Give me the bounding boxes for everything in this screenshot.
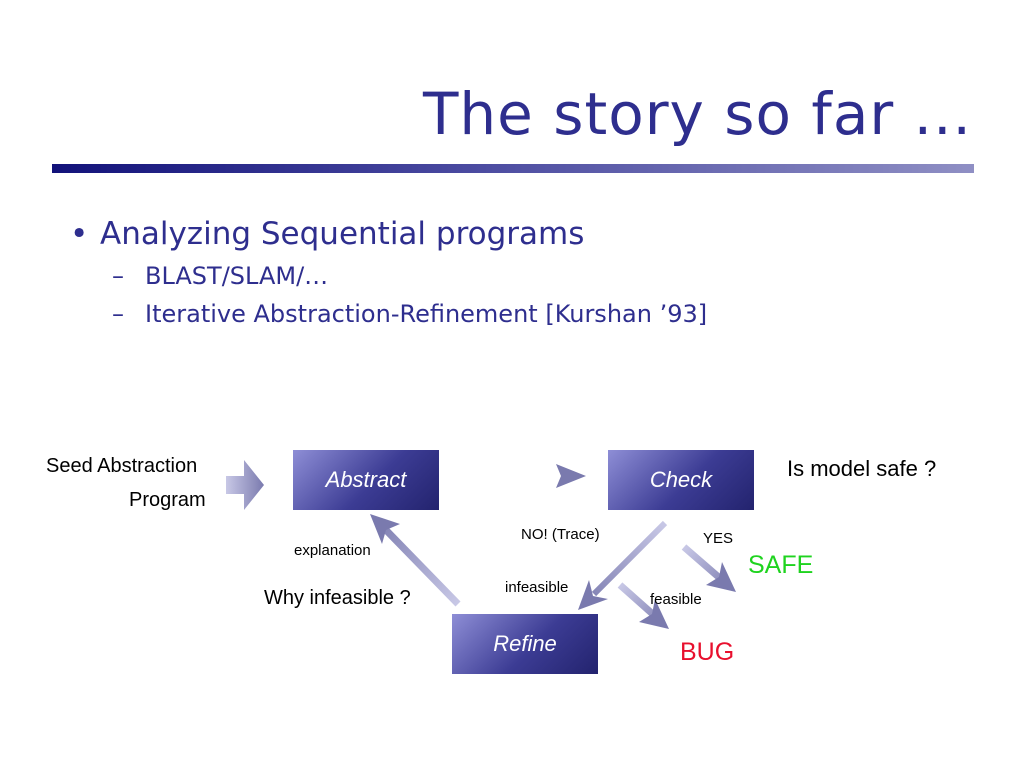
yes-label: YES [703, 530, 734, 547]
feasible-label: feasible [650, 591, 702, 608]
refine-label: Refine [493, 631, 557, 656]
abstract-label: Abstract [325, 467, 407, 492]
right-arrow-icon [226, 460, 264, 510]
explanation-label: explanation [294, 542, 371, 559]
check-label: Check [649, 467, 713, 492]
sub-bullet-item: – Iterative Abstraction-Refinement [Kurs… [70, 300, 707, 328]
sub-bullet-text: Iterative Abstraction-Refinement [Kursha… [145, 300, 708, 328]
feasible-to-bug-arrow [617, 582, 669, 629]
why-infeasible-label: Why infeasible ? [264, 587, 411, 609]
infeasible-label: infeasible [505, 579, 569, 596]
abstract-box: Abstract [293, 450, 439, 510]
no-trace-label: NO! (Trace) [521, 526, 600, 543]
title-divider [52, 164, 974, 173]
bug-label: BUG [680, 638, 735, 666]
check-to-safe-arrow [681, 544, 736, 592]
bullet-text: Analyzing Sequential programs [100, 216, 585, 252]
refine-box: Refine [452, 614, 598, 674]
seed-abstraction-label: Seed Abstraction [46, 455, 198, 477]
bullet-dot-icon: • [70, 216, 89, 252]
is-model-safe-label: Is model safe ? [787, 456, 937, 481]
sub-bullet-item: – BLAST/SLAM/… [70, 262, 707, 290]
dash-icon: – [112, 300, 124, 328]
sub-bullet-text: BLAST/SLAM/… [145, 262, 329, 290]
bullet-list: • Analyzing Sequential programs – BLAST/… [70, 216, 707, 328]
page-title: The story so far ... [422, 80, 972, 148]
abstract-to-check-arrow [456, 464, 586, 488]
program-label: Program [129, 489, 206, 511]
bullet-item: • Analyzing Sequential programs [70, 216, 707, 252]
refine-to-abstract-arrow [370, 514, 461, 607]
check-to-refine-arrow [578, 520, 668, 610]
safe-label: SAFE [748, 551, 814, 579]
check-box: Check [608, 450, 754, 510]
dash-icon: – [112, 262, 124, 290]
